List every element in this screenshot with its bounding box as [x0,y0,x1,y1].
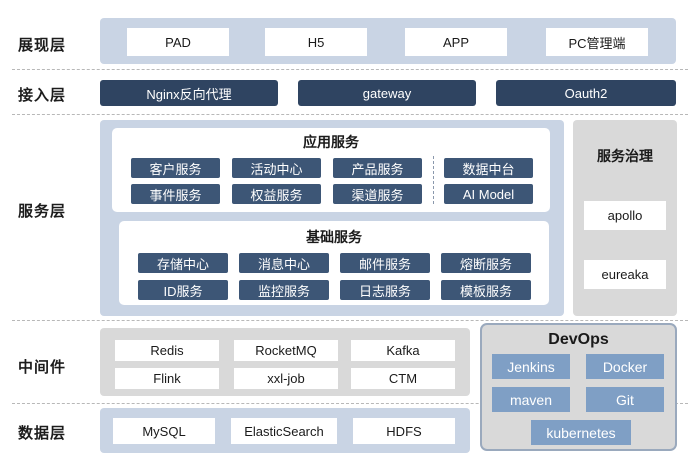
base-service-log: 日志服务 [340,280,430,300]
presentation-item-h5: H5 [265,28,367,56]
app-service-rights: 权益服务 [232,184,321,204]
middleware-item-rocketmq: RocketMQ [234,340,338,361]
app-services-divider [433,156,434,204]
devops-item-kubernetes: kubernetes [531,420,631,445]
governance-item-eureaka: eureaka [584,260,666,289]
data-item-mysql: MySQL [113,418,215,444]
middleware-item-flink: Flink [115,368,219,389]
separator-line [12,320,688,321]
base-service-message: 消息中心 [239,253,329,273]
layer-label-access: 接入层 [18,87,67,104]
layer-label-presentation: 展现层 [18,37,67,54]
layer-label-middleware: 中间件 [18,359,67,376]
devops-item-docker: Docker [586,354,664,379]
presentation-item-pc-admin: PC管理端 [546,28,648,56]
devops-title: DevOps [548,331,609,348]
access-item-gateway: gateway [298,80,476,106]
layer-label-data: 数据层 [18,425,67,442]
app-service-channel: 渠道服务 [333,184,422,204]
devops-item-maven: maven [492,387,570,412]
data-item-elasticsearch: ElasticSearch [231,418,337,444]
governance-item-apollo: apollo [584,201,666,230]
app-service-product: 产品服务 [333,158,422,178]
base-service-mail: 邮件服务 [340,253,430,273]
access-item-nginx: Nginx反向代理 [100,80,278,106]
middleware-item-redis: Redis [115,340,219,361]
app-service-data-platform: 数据中台 [444,158,533,178]
middleware-item-xxl-job: xxl-job [234,368,338,389]
base-service-id: ID服务 [138,280,228,300]
base-service-circuit-breaker: 熔断服务 [441,253,531,273]
governance-title: 服务治理 [597,148,653,164]
devops-item-git: Git [586,387,664,412]
separator-line [12,114,688,115]
base-service-template: 模板服务 [441,280,531,300]
devops-item-jenkins: Jenkins [492,354,570,379]
base-service-storage: 存储中心 [138,253,228,273]
app-service-customer: 客户服务 [131,158,220,178]
app-service-activity: 活动中心 [232,158,321,178]
middleware-item-ctm: CTM [351,368,455,389]
app-service-ai-model: AI Model [444,184,533,204]
middleware-item-kafka: Kafka [351,340,455,361]
access-item-oauth2: Oauth2 [496,80,676,106]
presentation-item-pad: PAD [127,28,229,56]
app-services-title: 应用服务 [303,134,359,150]
separator-line [12,403,688,404]
separator-line [12,69,688,70]
app-service-event: 事件服务 [131,184,220,204]
data-item-hdfs: HDFS [353,418,455,444]
layer-label-service: 服务层 [18,203,67,220]
presentation-item-app: APP [405,28,507,56]
base-service-monitor: 监控服务 [239,280,329,300]
base-services-title: 基础服务 [306,229,362,245]
